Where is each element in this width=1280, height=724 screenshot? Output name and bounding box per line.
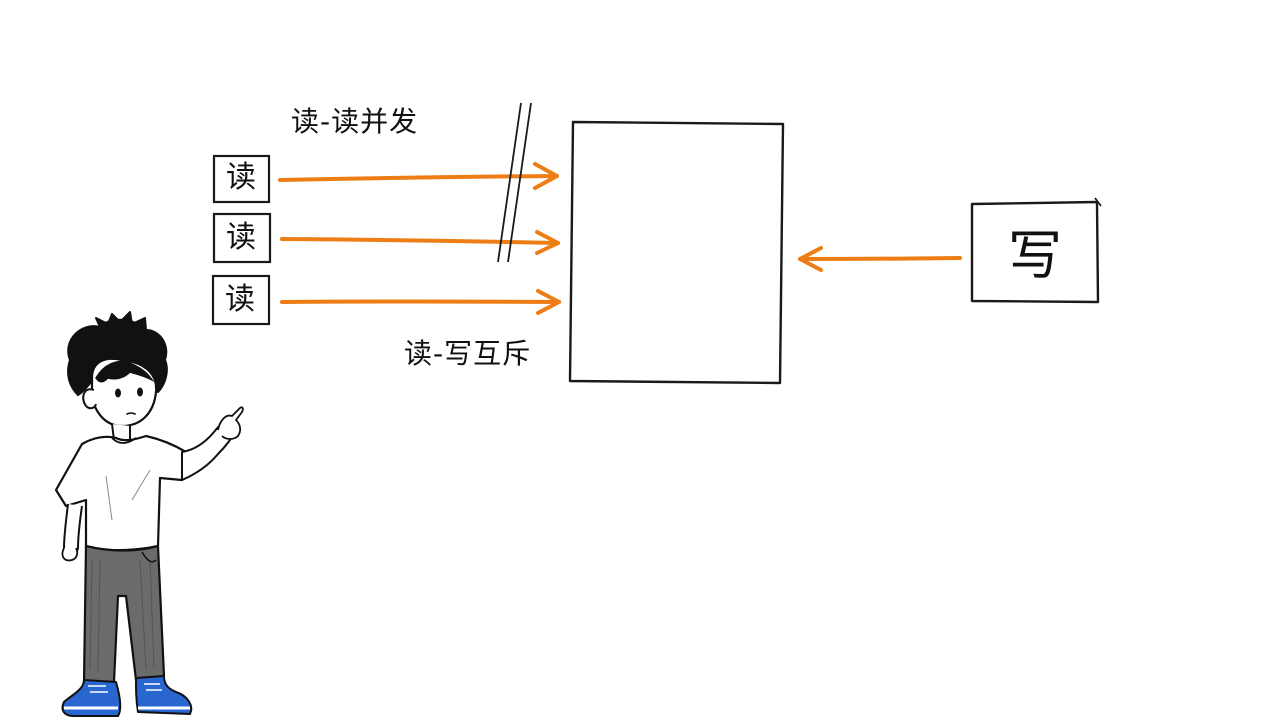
read-arrow-3-head (536, 289, 561, 315)
reader-label-3: 读 (225, 282, 255, 317)
read-arrow-3 (280, 299, 561, 304)
read-arrow-2-head (535, 230, 560, 255)
reader-label-2: 读 (226, 220, 256, 255)
read-arrow-2 (280, 237, 560, 245)
read-arrow-1-head (533, 162, 559, 190)
write-arrow-head (798, 246, 823, 272)
writer-box (970, 200, 1100, 304)
reader-box-1 (212, 154, 271, 204)
read-write-mutex-label: 读-写互斥 (404, 337, 532, 370)
write-arrow (798, 256, 962, 261)
read-read-concurrent-label: 读-读并发 (291, 105, 419, 138)
reader-box-2 (212, 212, 272, 264)
reader-box-3 (211, 274, 271, 326)
shared-resource-box (568, 120, 785, 385)
reader-label-1: 读 (226, 160, 256, 195)
read-arrow-1 (278, 174, 559, 182)
double-slash-barrier-icon (497, 102, 532, 263)
writer-box-corner-mark (1094, 197, 1102, 207)
writer-label: 写 (1008, 224, 1062, 287)
pointing-boy-illustration-icon (54, 311, 244, 717)
